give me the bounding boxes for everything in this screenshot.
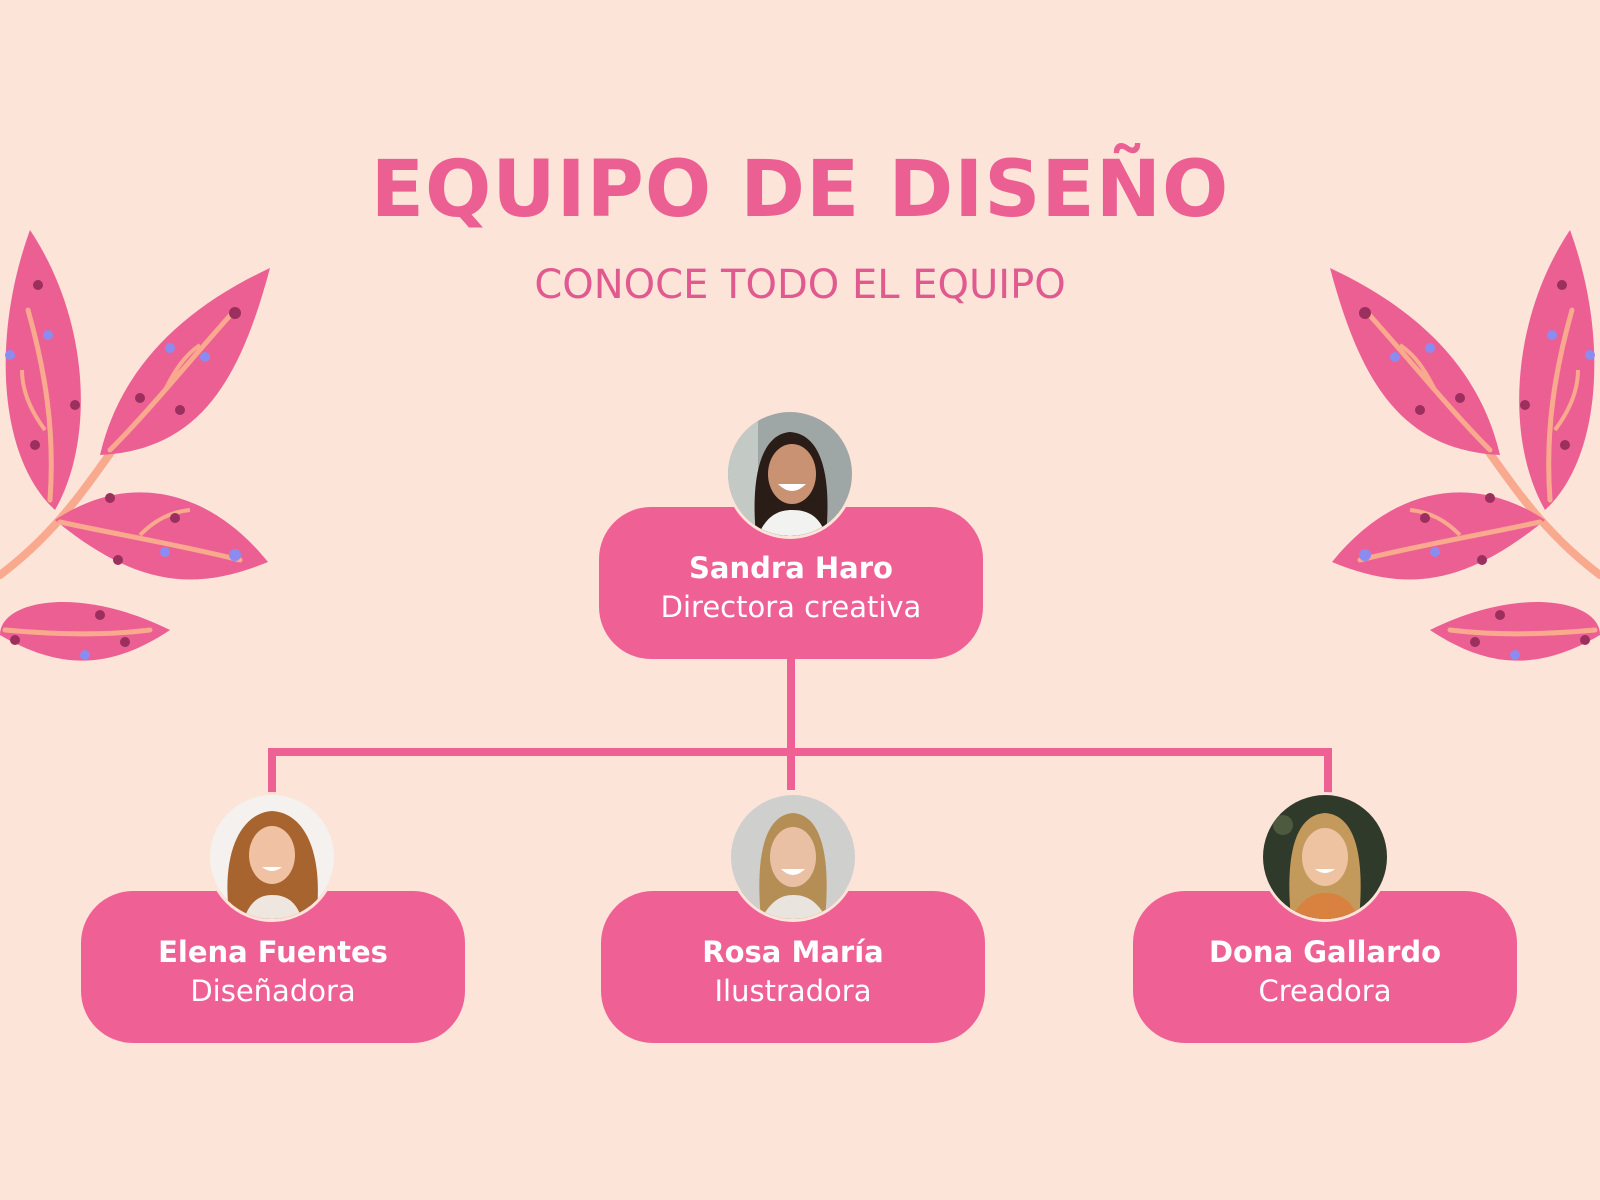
member-name: Elena Fuentes: [158, 935, 388, 969]
avatar: [725, 409, 855, 539]
avatar: [207, 792, 337, 922]
page-subtitle: CONOCE TODO EL EQUIPO: [534, 262, 1066, 308]
member-name: Rosa María: [702, 935, 884, 969]
member-name: Sandra Haro: [689, 551, 893, 585]
member-name: Dona Gallardo: [1208, 935, 1442, 969]
member-role: Directora creativa: [660, 590, 922, 624]
avatar: [728, 792, 858, 922]
member-role: Creadora: [1258, 974, 1392, 1008]
member-role: Ilustradora: [714, 974, 872, 1008]
page-title: EQUIPO DE DISEÑO: [370, 145, 1230, 235]
member-role: Diseñadora: [190, 974, 356, 1008]
leaf-branch-icon: [0, 230, 270, 661]
avatar: [1260, 792, 1390, 922]
